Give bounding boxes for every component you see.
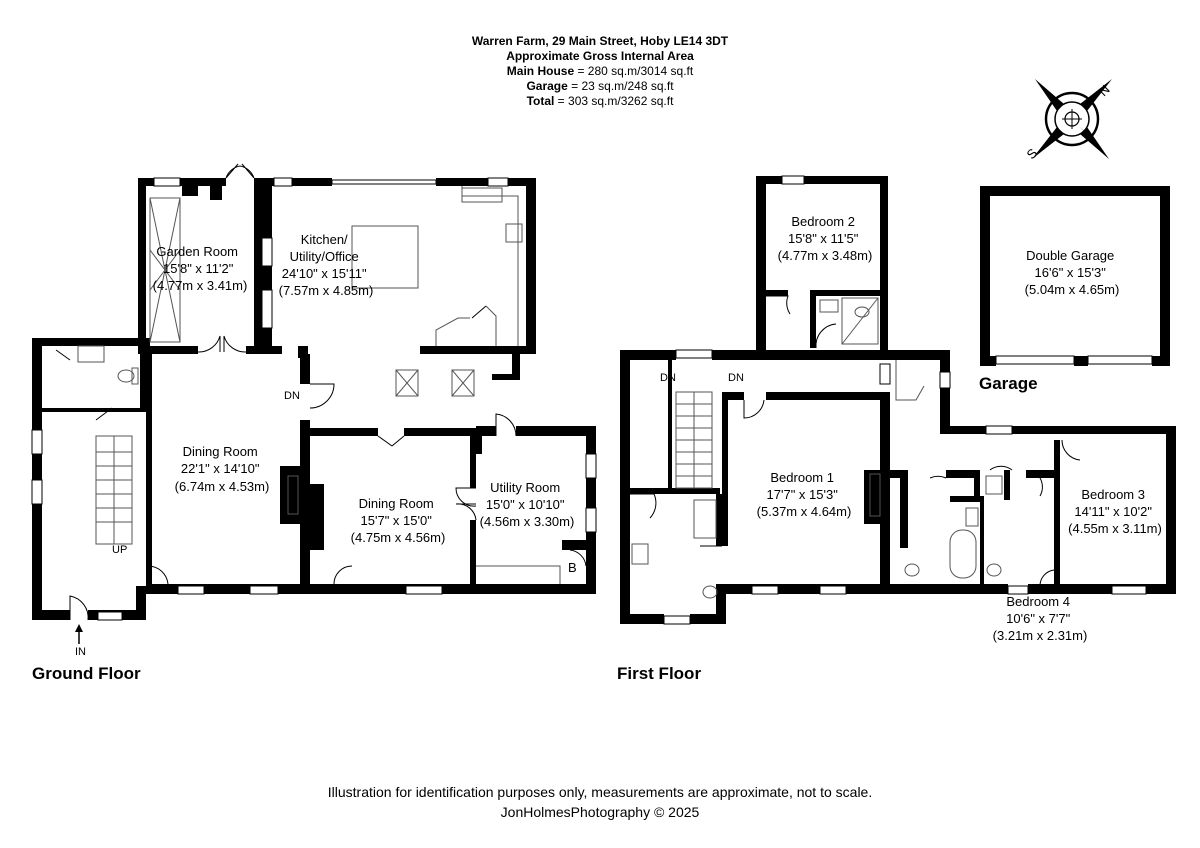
stairs-down-label: DN xyxy=(284,390,300,402)
entrance-arrow-icon xyxy=(75,624,83,644)
room-label-garden-room: Garden Room 15'8" x 11'2" (4.77m x 3.41m… xyxy=(153,244,248,293)
compass-icon xyxy=(1032,79,1112,160)
room-label-double-garage: Double Garage 16'6" x 15'3" (5.04m x 4.6… xyxy=(1025,248,1120,297)
footer-credit: JonHolmesPhotography © 2025 xyxy=(500,804,700,820)
garage-title: Garage xyxy=(979,374,1038,393)
header-garage: Garage = 23 sq.m/248 sq.ft xyxy=(526,79,674,93)
first-floor-doors xyxy=(630,295,1081,587)
first-floor-title: First Floor xyxy=(617,664,701,683)
garage-doors xyxy=(995,355,1153,365)
first-floor-dn-label-2: DN xyxy=(728,372,744,384)
stairs-up-label: UP xyxy=(112,544,127,556)
first-floor-fixtures xyxy=(631,297,1003,599)
footer-disclaimer: Illustration for identification purposes… xyxy=(327,784,873,800)
header-total: Total = 303 sq.m/3262 sq.ft xyxy=(526,94,674,108)
room-label-dining-room-1: Dining Room 22'1" x 14'10" (6.74m x 4.53… xyxy=(175,444,270,494)
header-address: Warren Farm, 29 Main Street, Hoby LE14 3… xyxy=(471,34,729,48)
footer: Illustration for identification purposes… xyxy=(0,782,1200,822)
ground-floor-title: Ground Floor xyxy=(32,664,141,683)
ground-floor-windows xyxy=(31,177,597,621)
first-floor-windows xyxy=(663,175,1147,625)
garage-walls xyxy=(980,186,1170,366)
room-label-bedroom-3: Bedroom 3 14'11" x 10'2" (4.55m x 3.11m) xyxy=(1068,487,1162,536)
ground-floor-fixtures xyxy=(77,186,561,584)
first-floor-dn-label-1: DN xyxy=(660,372,676,384)
room-label-bedroom-1: Bedroom 1 17'7" x 15'3" (5.37m x 4.64m) xyxy=(757,470,852,519)
entrance-label: IN xyxy=(75,646,86,658)
room-label-bedroom-2: Bedroom 2 15'8" x 11'5" (4.77m x 3.48m) xyxy=(778,214,873,263)
first-floor-walls xyxy=(620,176,1176,624)
header-area-title: Approximate Gross Internal Area xyxy=(506,49,694,63)
ground-floor-doors xyxy=(55,163,587,621)
boiler-label: B xyxy=(568,560,577,575)
header: Warren Farm, 29 Main Street, Hoby LE14 3… xyxy=(0,34,1200,109)
room-label-dining-room-2: Dining Room 15'7" x 15'0" (4.75m x 4.56m… xyxy=(351,496,446,545)
room-label-utility-room: Utility Room 15'0" x 10'10" (4.56m x 3.3… xyxy=(480,480,575,529)
room-label-kitchen: Kitchen/ Utility/Office 24'10" x 15'11" … xyxy=(279,232,374,298)
header-main-house: Main House = 280 sq.m/3014 sq.ft xyxy=(506,64,694,78)
room-label-bedroom-4: Bedroom 4 10'6" x 7'7" (3.21m x 2.31m) xyxy=(993,594,1088,643)
